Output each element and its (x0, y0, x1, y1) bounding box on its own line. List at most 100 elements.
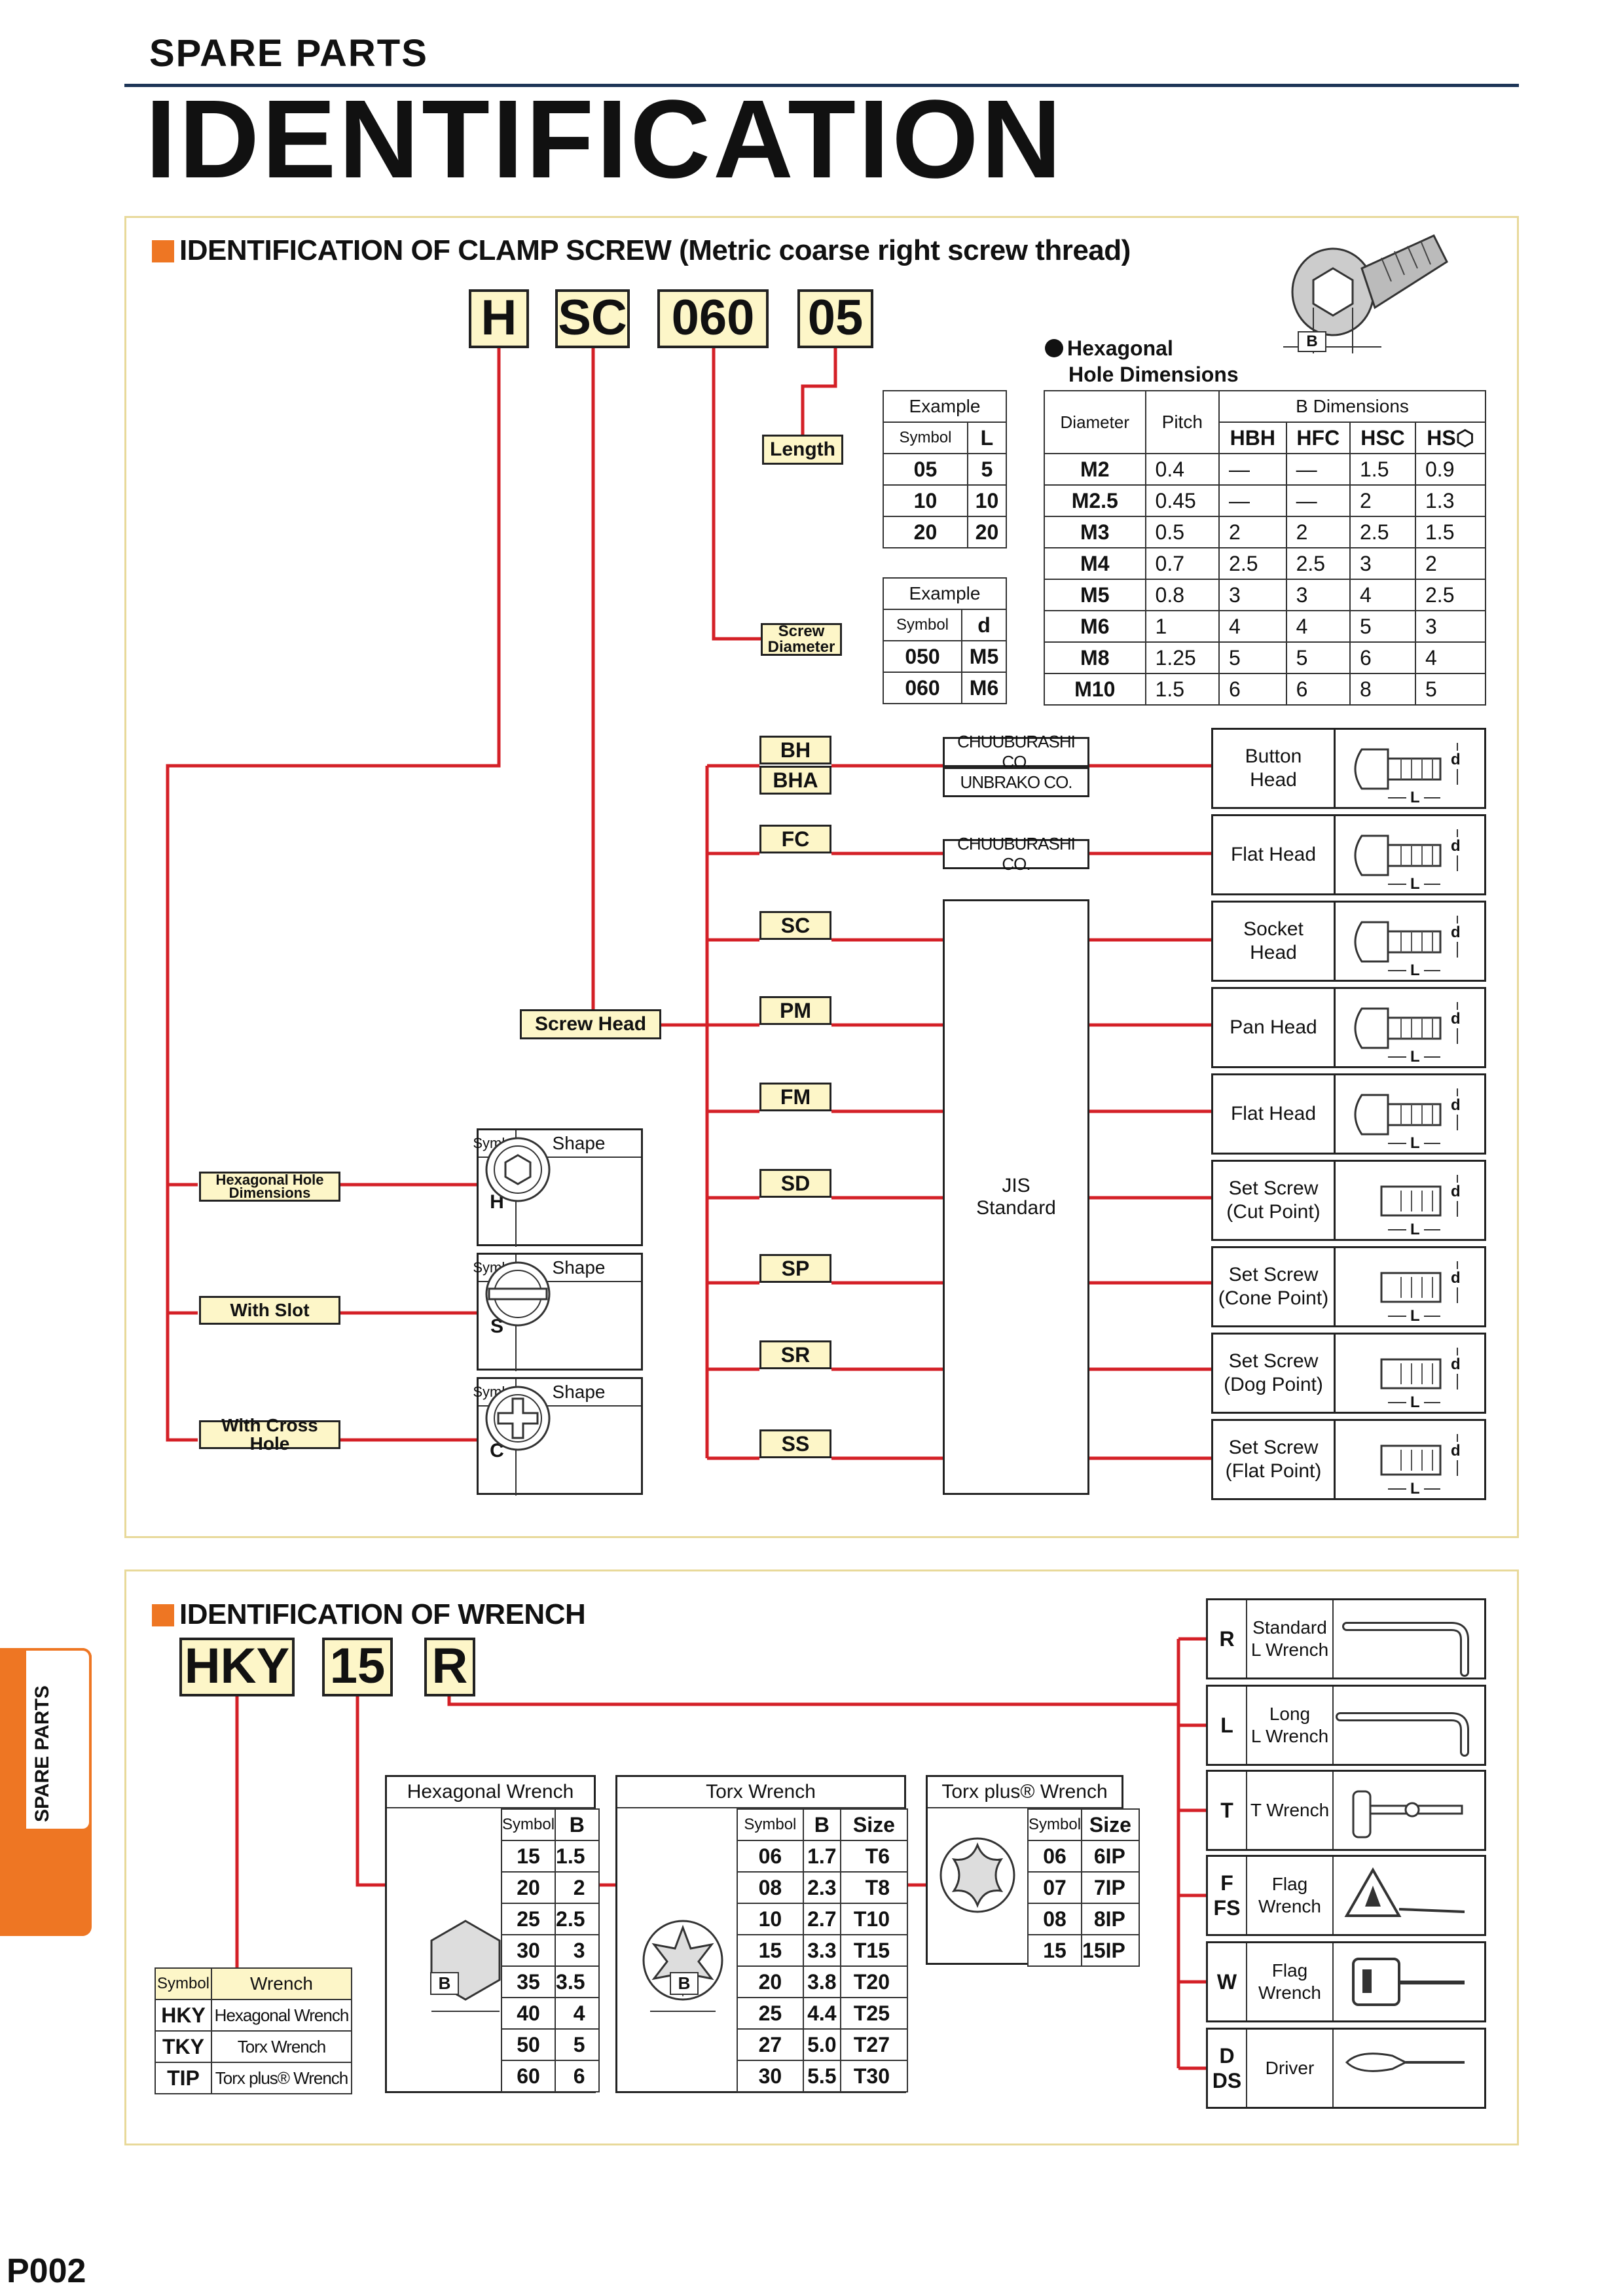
wrench-section-title: IDENTIFICATION OF WRENCH (152, 1598, 586, 1631)
section-marker-icon (152, 240, 174, 262)
head-code-sp: SP (759, 1254, 831, 1283)
clamp-section-title: IDENTIFICATION OF CLAMP SCREW (Metric co… (152, 234, 1131, 267)
wrench-shape-name: T Wrench (1247, 1772, 1334, 1849)
dim-d-label: d (1451, 1442, 1461, 1460)
head-type-label: Set Screw(Dog Point) (1213, 1335, 1336, 1412)
code-r: R (424, 1638, 475, 1696)
head-code-sd: SD (759, 1169, 831, 1198)
head-type-label: Set Screw(Cone Point) (1213, 1248, 1336, 1325)
code-05: 05 (797, 289, 873, 348)
head-code-pm: PM (759, 996, 831, 1025)
driver-icon (1334, 2030, 1484, 2107)
header-subtitle: SPARE PARTS (149, 32, 428, 75)
maker-unbrako: UNBRAKO CO. (943, 767, 1089, 797)
torx-b-label: B (670, 1972, 699, 1995)
side-tab-label-area (26, 1648, 92, 1831)
dim-l-label: L (1406, 1307, 1424, 1325)
hole-option-label: Hexagonal Hole Dimensions (199, 1172, 340, 1202)
head-code-ss: SS (759, 1429, 831, 1458)
hexagon-glyph-icon: ⬡ (1455, 426, 1474, 450)
dim-l-label: L (1406, 875, 1424, 893)
head-code-fm: FM (759, 1083, 831, 1111)
flag-wrench-icon (1334, 1857, 1484, 1934)
side-tab-label: SPARE PARTS (31, 1685, 53, 1823)
screw-head-label: Screw Head (520, 1009, 661, 1039)
screw-diameter-label: Screw Diameter (761, 623, 842, 656)
head-code-bha: BHA (759, 766, 831, 795)
hole-option-label: With Slot (199, 1296, 340, 1325)
dim-d-label: d (1451, 1096, 1461, 1115)
dim-l-label: L (1406, 1134, 1424, 1153)
code-hky: HKY (179, 1638, 295, 1696)
dim-l-label: L (1406, 961, 1424, 980)
hex-socket-icon (485, 1137, 641, 1247)
head-code-bh: BH (759, 736, 831, 764)
code-sc: SC (555, 289, 630, 348)
head-code-sc: SC (759, 911, 831, 940)
code-15: 15 (322, 1638, 393, 1696)
dim-l-label: L (1406, 789, 1424, 807)
l-wrench-icon (1334, 1600, 1484, 1677)
code-060: 060 (657, 289, 769, 348)
dim-d-label: d (1451, 1183, 1461, 1201)
dim-d-label: d (1451, 1269, 1461, 1287)
dim-l-label: L (1406, 1048, 1424, 1066)
dim-d-label: d (1451, 751, 1461, 769)
w-flag-wrench-icon (1334, 1943, 1484, 2020)
t-wrench-icon (1334, 1772, 1484, 1849)
length-label: Length (762, 435, 843, 465)
hex-hole-dim-heading: Hexagonal Hole Dimensions (1045, 335, 1239, 387)
dim-d-label: d (1451, 837, 1461, 855)
wrench-shape-name: Driver (1247, 2030, 1334, 2107)
screw-illustration-icon (1283, 234, 1448, 353)
head-type-label: Set Screw(Cut Point) (1213, 1162, 1336, 1239)
page-title: IDENTIFICATION (145, 77, 1065, 202)
dim-d-label: d (1451, 1355, 1461, 1374)
torxplus-tip-icon (939, 1837, 1015, 1913)
dim-d-label: d (1451, 1010, 1461, 1028)
code-h: H (469, 289, 529, 348)
long-l-wrench-icon (1334, 1687, 1484, 1764)
dim-d-label: d (1451, 924, 1461, 942)
dim-l-label: L (1406, 1221, 1424, 1239)
head-code-sr: SR (759, 1340, 831, 1369)
cross-hole-icon (485, 1386, 641, 1496)
